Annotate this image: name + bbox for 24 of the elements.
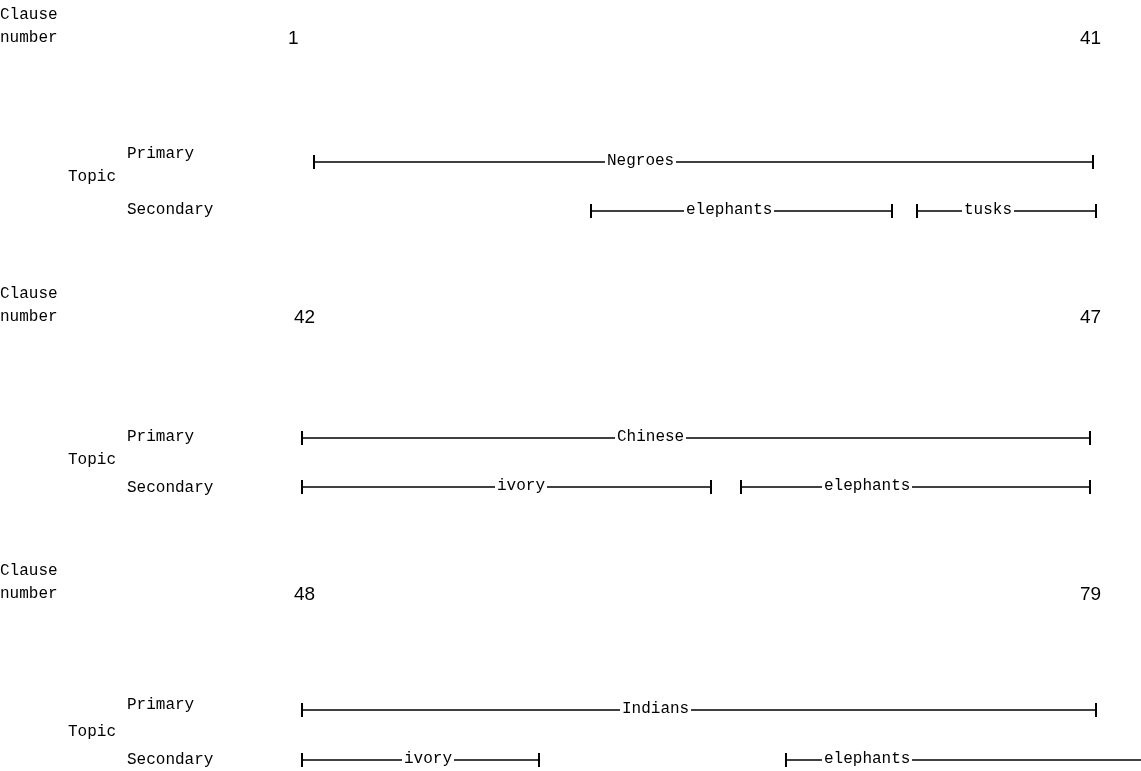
row-label: Primary — [127, 144, 195, 164]
topic-label: elephants — [684, 200, 775, 220]
row-label: Secondary — [127, 750, 214, 770]
topic-label: ivory — [495, 476, 547, 496]
row-group-label: Topic — [68, 450, 116, 470]
row-label: Secondary — [127, 200, 214, 220]
topic-label: elephants — [822, 749, 913, 769]
row-label: Primary — [127, 695, 195, 715]
clause-number: 48 — [294, 583, 316, 605]
clause-number: 47 — [1080, 306, 1102, 328]
topic-label: ivory — [402, 749, 454, 769]
row-group-label: Topic — [68, 167, 116, 187]
axis-heading: Clause number — [0, 5, 59, 49]
clause-number: 42 — [294, 306, 316, 328]
row-label: Secondary — [127, 478, 214, 498]
clause-number: 1 — [288, 27, 299, 49]
row-group-label: Topic — [68, 722, 116, 742]
clause-number: 41 — [1080, 27, 1102, 49]
row-label: Primary — [127, 427, 195, 447]
axis-heading: Clause number — [0, 284, 59, 328]
axis-heading: Clause number — [0, 561, 59, 605]
clause-number: 79 — [1080, 583, 1102, 605]
topic-label: Negroes — [605, 151, 677, 171]
topic-label: elephants — [822, 476, 913, 496]
